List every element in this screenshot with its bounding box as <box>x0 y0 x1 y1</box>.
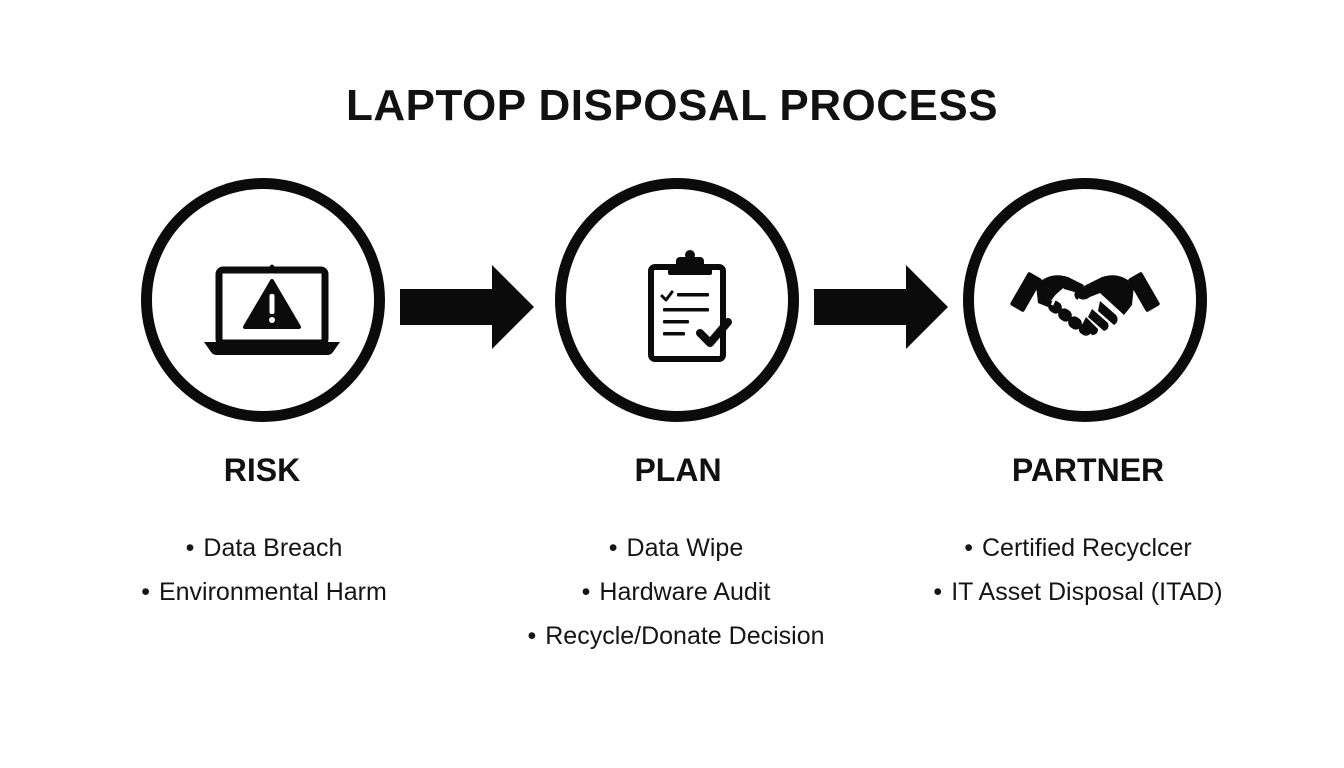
list-item: Recycle/Donate Decision <box>486 614 866 658</box>
list-item: Data Breach <box>74 526 454 570</box>
arrow-right-icon <box>814 265 948 349</box>
list-item: Environmental Harm <box>74 570 454 614</box>
handshake-icon <box>1010 272 1160 336</box>
arrow-right-icon <box>400 265 534 349</box>
laptop-warning-icon <box>204 264 340 355</box>
risk-bullet-list: Data Breach Environmental Harm <box>74 526 454 614</box>
step-label-partner: PARTNER <box>1011 452 1165 488</box>
list-item: Data Wipe <box>486 526 866 570</box>
partner-bullet-list: Certified Recyclcer IT Asset Disposal (I… <box>888 526 1268 614</box>
step-plan-circle <box>555 178 799 422</box>
diagram-title: LAPTOP DISPOSAL PROCESS <box>345 81 999 131</box>
step-label-risk: RISK <box>223 452 301 488</box>
list-item: IT Asset Disposal (ITAD) <box>888 570 1268 614</box>
step-label-plan: PLAN <box>634 452 722 488</box>
list-item: Certified Recyclcer <box>888 526 1268 570</box>
clipboard-checklist-icon <box>648 250 732 362</box>
step-risk-circle <box>141 178 385 422</box>
plan-bullet-list: Data Wipe Hardware Audit Recycle/Donate … <box>486 526 866 658</box>
step-partner-circle <box>963 178 1207 422</box>
list-item: Hardware Audit <box>486 570 866 614</box>
